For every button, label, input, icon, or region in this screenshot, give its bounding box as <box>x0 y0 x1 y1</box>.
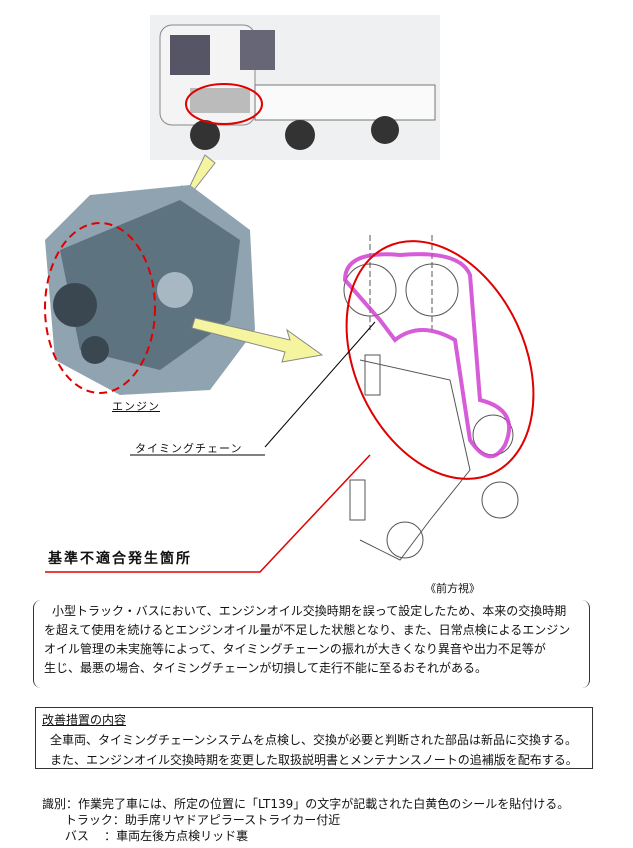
description-line: オイル管理の未実施等によって、タイミングチェーンの振れが大きくなり異音や出力不足… <box>44 642 546 656</box>
identification-line: バス ：車両左後方点検リッド裏 <box>42 829 249 843</box>
engine-image <box>44 185 255 395</box>
identification: 識別：作業完了車には、所定の位置に「LT139」の文字が記載された白黄色のシール… <box>42 796 569 844</box>
nonconformity-label: 基準不適合発生箇所 <box>48 551 192 567</box>
remedy-box: 改善措置の内容 全車両、タイミングチェーンシステムを点検し、交換が必要と判断され… <box>35 707 593 769</box>
remedy-line: また、エンジンオイル交換時期を変更した取扱説明書とメンテナンスノートの追補版を配… <box>50 753 578 767</box>
description-line: を超えて使用を続けるとエンジンオイル量が不足した状態となり、また、日常点検による… <box>44 623 571 637</box>
truck-image <box>150 15 440 160</box>
remedy-line: 全車両、タイミングチェーンシステムを点検し、交換が必要と判断された部品は新品に交… <box>50 733 578 747</box>
location-leader-line <box>45 454 371 573</box>
illustration <box>44 15 535 573</box>
engine-label: エンジン <box>112 400 160 413</box>
timing-chain-diagram <box>342 235 535 561</box>
description-line: 生じ、最悪の場合、タイミングチェーンが切損して走行不能に至るおそれがある。 <box>44 661 488 675</box>
arrow-to-chain <box>191 317 324 363</box>
timing-chain-label: タイミングチェーン <box>135 442 243 455</box>
description-line: 小型トラック・バスにおいて、エンジンオイル交換時期を誤って設定したため、本来の交… <box>52 604 567 618</box>
defect-description: 小型トラック・バスにおいて、エンジンオイル交換時期を誤って設定したため、本来の交… <box>33 600 590 688</box>
remedy-heading: 改善措置の内容 <box>42 713 127 727</box>
front-view-label: 《前方視》 <box>425 582 480 595</box>
identification-line: トラック：助手席リヤドアピラーストライカー付近 <box>42 813 341 827</box>
identification-line: 識別：作業完了車には、所定の位置に「LT139」の文字が記載された白黄色のシール… <box>42 797 570 811</box>
chain-leader-line <box>264 321 376 448</box>
